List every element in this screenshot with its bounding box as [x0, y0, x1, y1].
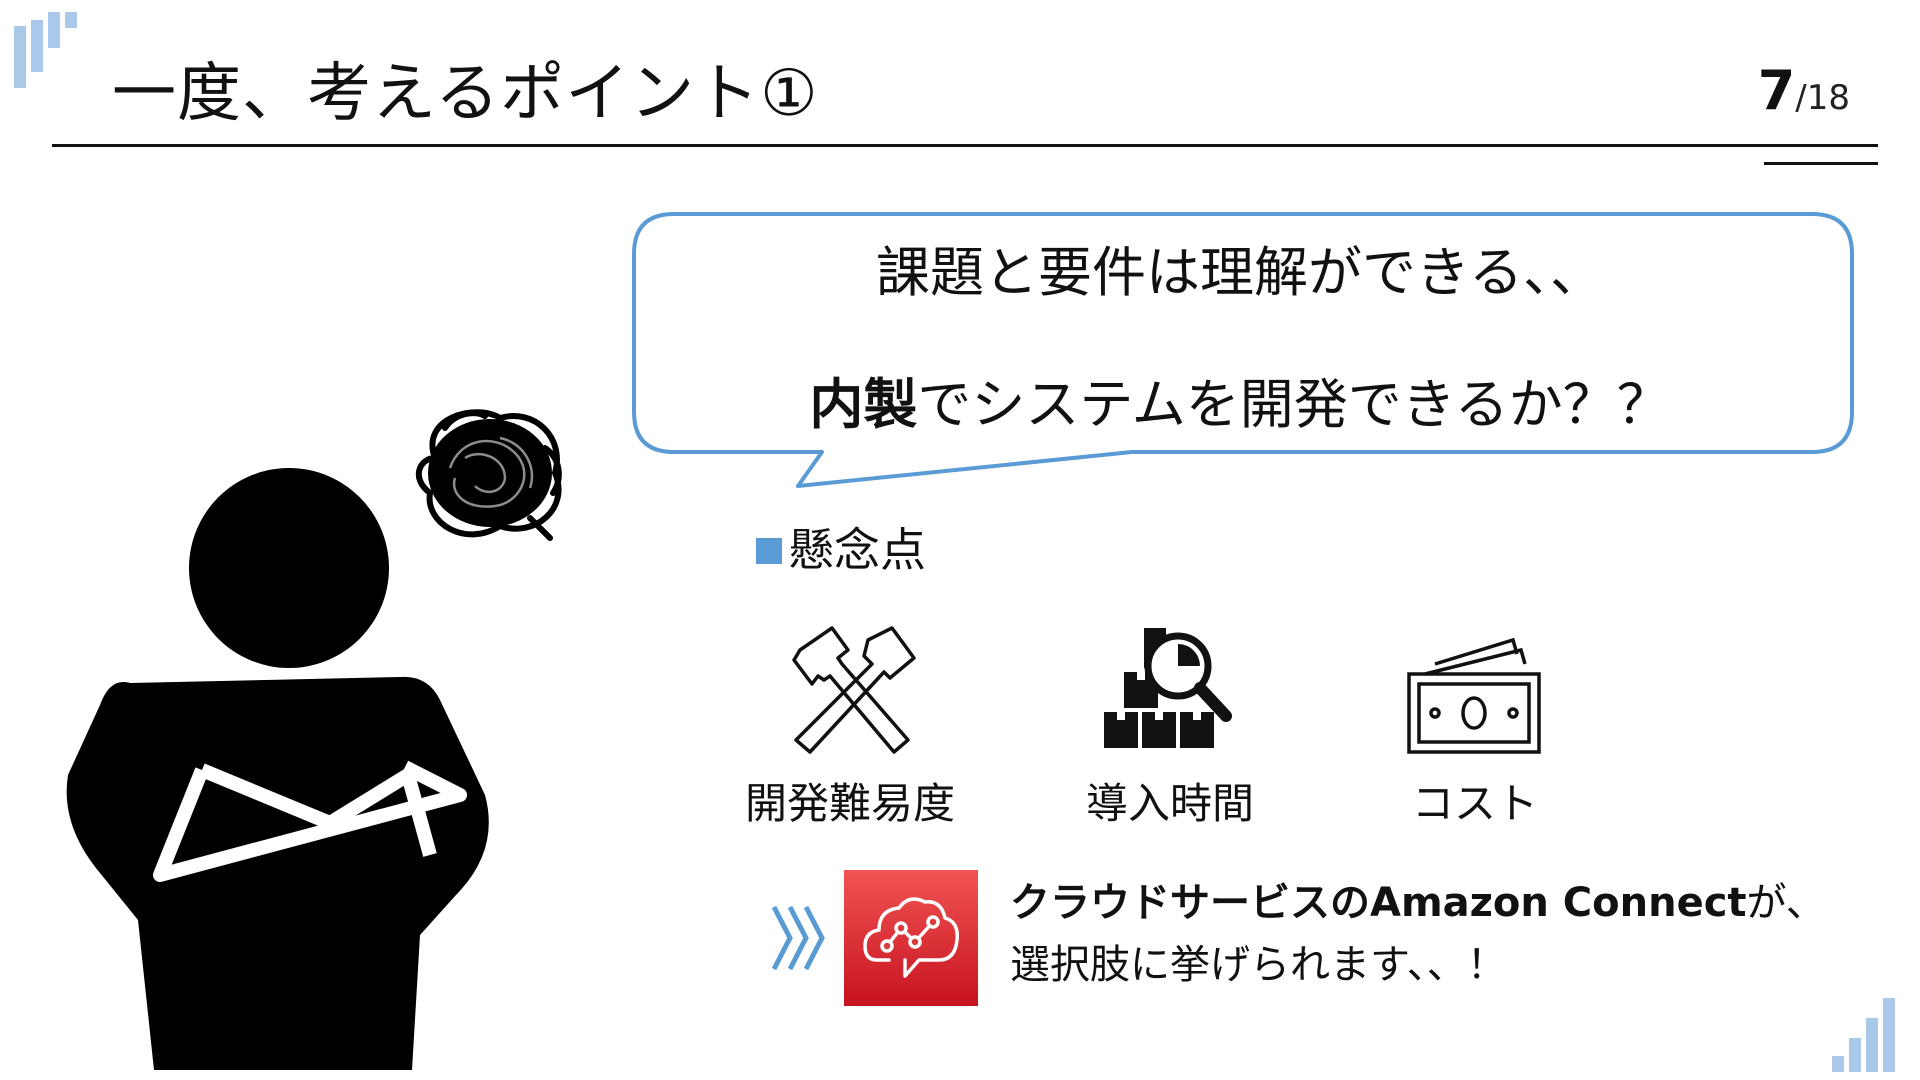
amazon-connect-logo	[844, 870, 978, 1006]
speech-bubble	[632, 212, 1854, 488]
triple-chevron-icon	[771, 905, 825, 971]
page-current: 7	[1757, 59, 1796, 122]
concerns-heading: 懸念点	[756, 520, 926, 580]
bubble-line-2-rest: でシステムを開発できるか？？	[917, 373, 1671, 436]
bubble-emphasis: 内製	[809, 373, 918, 436]
square-bullet-icon	[756, 538, 782, 564]
header-divider-short	[1764, 162, 1878, 165]
conclusion-line-2: 選択肢に挙げられます、、！	[1010, 942, 1507, 988]
boxes-magnifier-icon	[1104, 628, 1232, 748]
page-number: 7/18	[1758, 56, 1850, 133]
header-divider	[52, 144, 1878, 147]
concerns-heading-text: 懸念点	[788, 523, 926, 577]
conclusion-line-1: クラウドサービスのAmazon Connectが、	[1010, 872, 1826, 934]
hammer-pick-icon	[792, 626, 916, 754]
money-bills-icon	[1407, 637, 1541, 754]
bubble-line-1: 課題と要件は理解ができる、、	[876, 241, 1604, 304]
scribble-confusion-icon	[415, 409, 562, 541]
concern-label-cost: コスト	[1411, 779, 1538, 828]
conclusion-text: クラウドサービスのAmazon Connectが、 選択肢に挙げられます、、！	[1010, 872, 1826, 996]
service-name: クラウドサービスのAmazon Connect	[1010, 880, 1747, 926]
page-title: 一度、考えるポイント①	[112, 57, 819, 131]
thinking-person-icon	[66, 468, 489, 1070]
cloud-chat-icon	[863, 897, 959, 978]
conclusion-suffix: が、	[1746, 880, 1826, 926]
concern-label-difficulty: 開発難易度	[744, 779, 955, 828]
bar-decoration-icon	[1832, 998, 1895, 1072]
concern-label-time: 導入時間	[1085, 779, 1254, 828]
corner-decoration-icon	[14, 12, 77, 88]
bubble-line-2: 内製でシステムを開発できるか？？	[630, 360, 1850, 439]
page-total: /18	[1795, 78, 1850, 118]
